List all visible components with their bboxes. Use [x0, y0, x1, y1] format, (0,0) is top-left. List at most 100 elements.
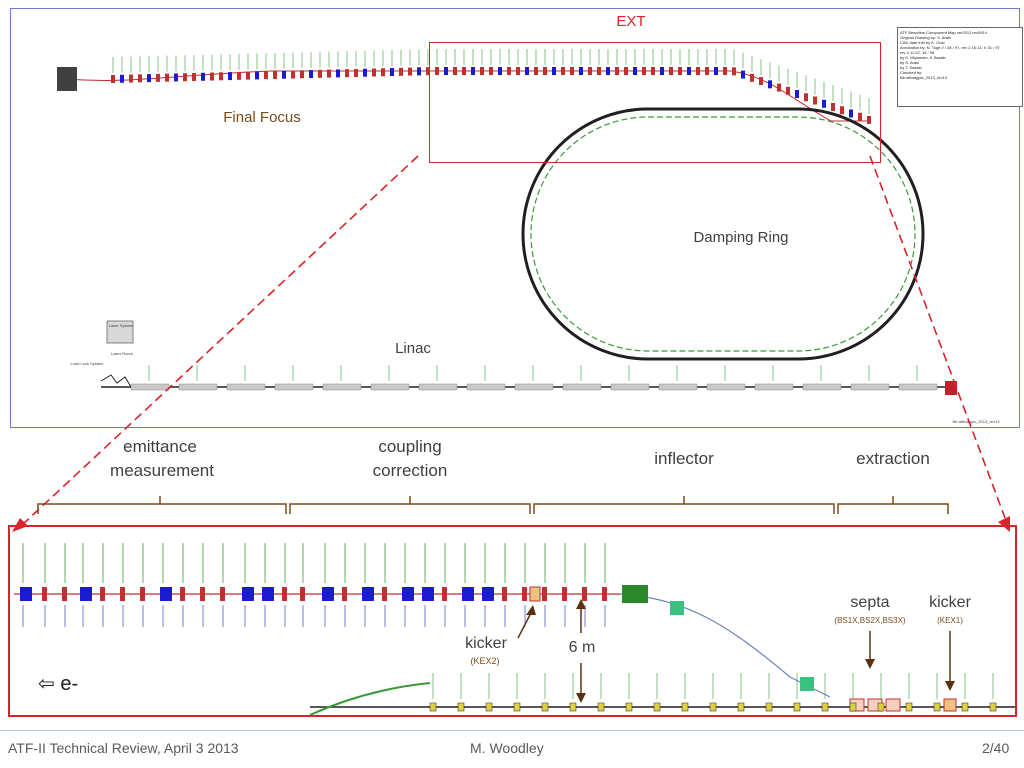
ext-magnet	[482, 587, 494, 601]
septa-arrowhead	[865, 659, 875, 669]
ring-magnet	[513, 702, 521, 712]
beamline-magnet	[354, 68, 358, 77]
ext-magnet	[402, 587, 414, 601]
beamline-magnet	[849, 109, 853, 118]
dist-arrow-up-head	[576, 599, 586, 609]
beamline-magnet	[210, 72, 214, 81]
ext-highlight-box	[429, 42, 881, 163]
beamline-magnet	[453, 67, 457, 75]
ext-magnet	[100, 587, 105, 601]
septum-magnet	[885, 698, 901, 712]
gun-structure	[100, 374, 132, 388]
ring-magnet	[597, 702, 605, 712]
ring-magnet	[569, 702, 577, 712]
inflector-magnet	[622, 585, 648, 603]
linac-structure	[322, 383, 362, 391]
beamline-magnet	[651, 67, 655, 75]
ext-magnet	[20, 587, 32, 601]
ring-magnet	[989, 702, 997, 712]
beamline-magnet	[264, 71, 268, 80]
beamline-magnet	[750, 73, 754, 82]
ring-magnet	[849, 702, 857, 712]
ext-magnet	[42, 587, 47, 601]
septa-label: septa	[850, 594, 890, 611]
linac-structure	[610, 383, 650, 391]
emittance-label-line1: emittance	[123, 437, 197, 456]
ring-magnet	[429, 702, 437, 712]
beamline-magnet	[156, 73, 160, 82]
beamline-magnet	[318, 69, 322, 78]
beamline-magnet	[201, 72, 205, 81]
ext-magnet	[180, 587, 185, 601]
detail-drawing	[14, 543, 1015, 715]
ring-magnet	[905, 702, 913, 712]
beamline-magnet	[129, 74, 133, 83]
linac-structure	[658, 383, 698, 391]
ring-magnet	[485, 702, 493, 712]
legend-line: Checked by:	[900, 70, 923, 75]
beamline-magnet	[192, 72, 196, 81]
kicker-kex2-sub: (KEX2)	[470, 656, 500, 666]
kicker-kex2-arrowhead	[526, 605, 536, 615]
ext-magnet	[362, 587, 374, 601]
legend-line: by T. Sasaki	[900, 65, 922, 70]
beamline-magnet	[624, 67, 628, 75]
footer-page-number: 2/40	[982, 740, 1010, 756]
beamline-magnet	[138, 74, 142, 83]
beamline-magnet	[480, 67, 484, 75]
ext-magnet	[442, 587, 447, 601]
beamline-magnet	[705, 67, 709, 75]
beamline-magnet	[120, 74, 124, 83]
inflector-label: inflector	[654, 449, 714, 468]
brace-inflector	[533, 496, 835, 514]
beamline-magnet	[795, 90, 799, 99]
beamline-magnet	[516, 67, 520, 75]
ext-magnet	[300, 587, 305, 601]
beamline-magnet	[786, 86, 790, 95]
beamline-magnet	[147, 74, 151, 83]
footer-divider	[0, 730, 1024, 731]
overview-map: ATF Beamline Component Map ver2013 rev09…	[10, 8, 1023, 428]
beamline-magnet	[300, 70, 304, 79]
ext-magnet	[262, 587, 274, 601]
footer-center: M. Woodley	[470, 740, 544, 756]
beamline-magnet	[381, 68, 385, 77]
beamline-magnet	[498, 67, 502, 75]
linac-structure	[850, 383, 890, 391]
ext-magnet	[282, 587, 287, 601]
beamline-magnet	[867, 115, 871, 124]
legend-line: Original Drawing by: S. Araki	[900, 35, 951, 40]
beamline-magnet	[561, 67, 565, 75]
inflector-magnet-2	[670, 601, 684, 615]
extraction-magnet	[800, 677, 814, 691]
ring-magnet	[793, 702, 801, 712]
load-lock-label: Load Lock System	[70, 361, 104, 366]
coupling-label-line1: coupling	[378, 437, 442, 456]
emittance-label-line2: measurement	[110, 461, 214, 480]
ext-magnet	[160, 587, 172, 601]
beamline-magnet	[363, 68, 367, 77]
kicker-kex2-arrow-line	[517, 610, 533, 639]
detail-components	[20, 543, 997, 712]
ff-dump-block	[57, 67, 77, 91]
legend-line: by S. Araki	[900, 60, 920, 65]
beamline-magnet	[183, 73, 187, 82]
linac-label: Linac	[395, 340, 431, 357]
beamline-magnet	[633, 67, 637, 75]
ring-magnet	[709, 702, 717, 712]
brace-emittance	[37, 496, 287, 514]
ext-magnet	[342, 587, 347, 601]
beamline-magnet	[615, 67, 619, 75]
beamline-magnet	[327, 69, 331, 78]
ring-magnet	[737, 702, 745, 712]
footer-left: ATF-II Technical Review, April 3 2013	[8, 740, 239, 756]
beamline-magnet	[426, 67, 430, 76]
extraction-label: extraction	[856, 449, 930, 468]
ring-magnet	[457, 702, 465, 712]
beamline-magnet	[687, 67, 691, 75]
linac-structure	[514, 383, 554, 391]
beamline-magnet	[570, 67, 574, 75]
ring-magnet	[653, 702, 661, 712]
component-map-legend: ATF Beamline Component Map ver2013 rev09…	[897, 27, 1023, 107]
ext-magnet	[602, 587, 607, 601]
